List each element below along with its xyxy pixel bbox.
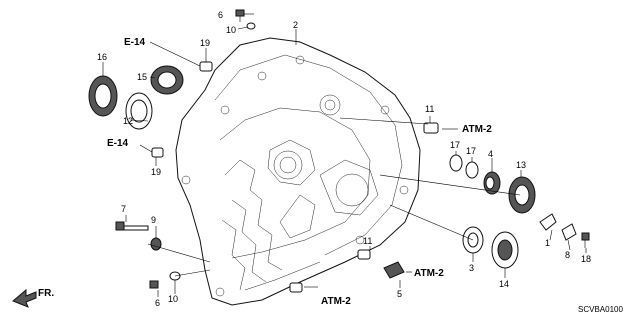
part-bolt-6-top: [235, 9, 245, 22]
part-bolt-7: [115, 221, 149, 231]
label-12: 12: [123, 116, 133, 126]
label-19-top: 19: [200, 38, 210, 48]
label-7: 7: [121, 204, 126, 214]
label-17a: 17: [450, 140, 460, 150]
transmission-housing: [175, 37, 421, 306]
ref-e14-top: E-14: [124, 37, 146, 48]
part-number-labels: 1 2 3 4 5 6 6 7 8 9 10 10 11 11 12 13 14…: [97, 10, 591, 308]
part-dowel-11-right: [423, 122, 439, 134]
label-14: 14: [499, 279, 509, 289]
label-2: 2: [293, 20, 298, 30]
label-11-bottom: 11: [363, 236, 372, 246]
front-indicator-label: FR.: [38, 288, 54, 299]
part-dowel-bottom: [289, 282, 303, 293]
diagram-code: SCVBA0100: [578, 305, 623, 314]
label-10-bottom: 10: [168, 294, 178, 304]
part-plate-5: [383, 261, 405, 279]
reference-callouts: E-14 E-14 ATM-2 ATM-2 ATM-2 FR. SCVBA010…: [38, 37, 623, 314]
part-washer-10-top: [246, 22, 256, 30]
part-bolt-18: [581, 232, 590, 248]
part-dowel-19-left: [151, 147, 164, 158]
ref-atm2-right: ATM-2: [462, 124, 492, 135]
ref-e14-left: E-14: [107, 138, 129, 149]
part-bracket-1: [539, 213, 557, 231]
label-18: 18: [581, 254, 591, 264]
label-6-top: 6: [218, 10, 223, 20]
part-dowel-11-bottom: [357, 249, 371, 260]
label-15: 15: [137, 72, 147, 82]
part-seal-16: [88, 75, 118, 117]
part-seal-15: [150, 65, 184, 95]
part-washer-9: [150, 237, 162, 251]
part-snap-ring-17b: [465, 161, 479, 179]
label-8: 8: [565, 250, 570, 260]
label-9: 9: [151, 215, 156, 225]
label-19-left: 19: [151, 167, 161, 177]
label-11-right: 11: [425, 104, 434, 114]
label-4: 4: [488, 149, 493, 159]
label-13: 13: [516, 160, 526, 170]
part-clip-8: [561, 223, 577, 241]
label-5: 5: [397, 289, 402, 299]
label-6-bottom: 6: [155, 298, 160, 308]
part-bolt-6-bottom: [149, 280, 159, 289]
label-16: 16: [97, 52, 107, 62]
part-dowel-19-top: [199, 61, 213, 72]
part-bearing-14: [491, 231, 519, 269]
front-direction-arrow: [12, 288, 37, 308]
label-17b: 17: [466, 146, 476, 156]
leader-lines: [102, 13, 587, 297]
ref-atm2-bottom: ATM-2: [321, 296, 351, 307]
label-3: 3: [469, 263, 474, 273]
part-snap-ring-17a: [449, 154, 463, 172]
ref-atm2-middle: ATM-2: [414, 268, 444, 279]
label-1: 1: [545, 238, 550, 248]
part-bearing-13: [508, 176, 536, 214]
label-10-top: 10: [226, 25, 236, 35]
part-gear-4: [483, 171, 501, 195]
